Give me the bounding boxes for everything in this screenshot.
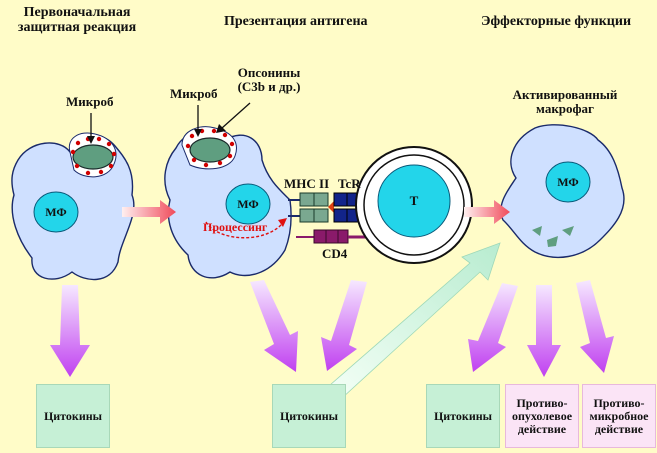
purple-arrow-1 — [50, 285, 90, 377]
cytokines-box-3-label: Цитокины — [433, 408, 493, 423]
purple-arrow-3 — [321, 280, 367, 371]
label-cd4: CD4 — [322, 246, 348, 261]
nucleus-label-1: МФ — [45, 205, 67, 219]
microbe-body-2 — [189, 137, 231, 163]
label-microbe-2: Микроб — [170, 86, 218, 101]
label-tcr: TcR — [338, 176, 361, 191]
cytokines-box-1-label: Цитокины — [43, 408, 103, 423]
microbe-body-1 — [72, 144, 114, 170]
section-title-primary: Первоначальная защитная реакция — [17, 5, 137, 35]
pointer-opsonins — [221, 102, 251, 129]
antimicrobial-box-label: Противо- микробное действие — [589, 395, 649, 436]
mhc-receptor — [288, 192, 334, 223]
nucleus-label-2: МФ — [237, 197, 259, 211]
purple-arrow-6 — [576, 280, 614, 373]
section-title-presentation: Презентация антигена — [224, 14, 368, 29]
purple-arrow-5 — [527, 285, 561, 377]
red-arrow-2 — [464, 200, 510, 224]
pointer-microbe-2-head — [194, 129, 202, 137]
antimicrobial-box: Противо- микробное действие — [582, 384, 656, 448]
red-arrow-1 — [122, 200, 176, 224]
activated-granules — [532, 226, 574, 247]
purple-arrow-2 — [250, 280, 298, 372]
processing-arrow-head — [278, 218, 287, 227]
green-arrow — [329, 242, 501, 399]
label-opsonins: Опсонины (С3b и др.) — [237, 65, 301, 94]
nucleus-1 — [33, 191, 79, 233]
pointer-opsonins-head — [216, 124, 226, 133]
pointer-microbe-1-head — [87, 136, 95, 144]
nucleus-2 — [225, 183, 271, 225]
section-title-effector: Эффекторные функции — [481, 14, 632, 29]
cytokines-box-1: Цитокины — [36, 384, 110, 448]
opsonin-dots-1 — [70, 136, 117, 176]
antitumor-box-label: Противо- опухолевое действие — [511, 395, 573, 436]
cytokines-box-3: Цитокины — [426, 384, 500, 448]
nucleus-label-3: МФ — [557, 175, 579, 189]
purple-arrow-4 — [468, 283, 518, 372]
processing-arrow — [205, 221, 283, 239]
antitumor-box: Противо- опухолевое действие — [505, 384, 579, 448]
label-microbe-1: Микроб — [66, 94, 114, 109]
cd4-receptor — [296, 229, 378, 244]
t-cell-inner-ring — [363, 154, 465, 256]
nucleus-3 — [545, 161, 591, 203]
label-activated-macrophage: Активированный макрофаг — [512, 87, 618, 116]
label-processing: Процессинг — [203, 220, 268, 234]
cytokines-box-2: Цитокины — [272, 384, 346, 448]
cytokines-box-2-label: Цитокины — [279, 408, 339, 423]
label-mhc: MHC II — [284, 176, 330, 191]
t-cell-label: Т — [409, 193, 419, 208]
t-cell-nucleus — [377, 164, 451, 238]
